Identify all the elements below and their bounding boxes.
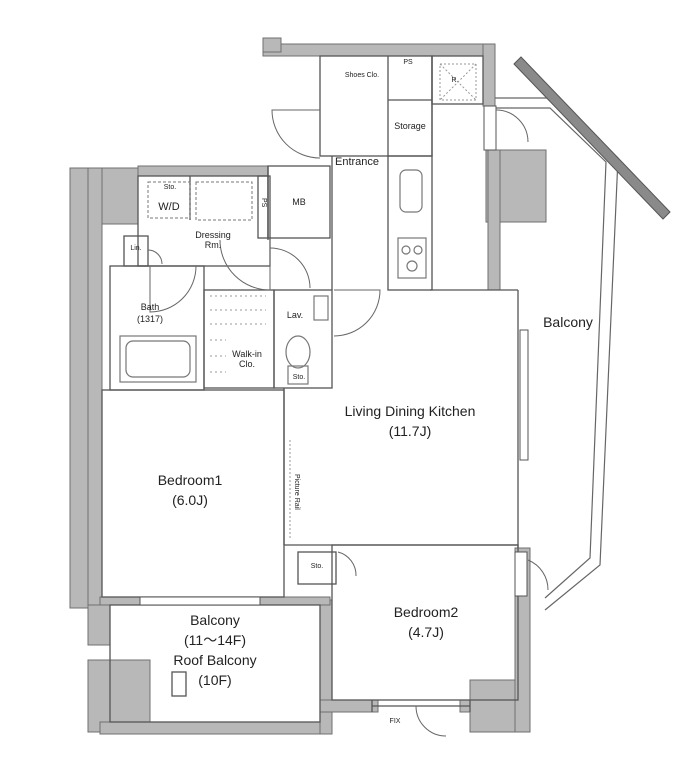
washbasin <box>313 295 329 321</box>
sto-toilet-label: Sto. <box>292 374 306 381</box>
entrance-label: Entrance <box>334 156 380 168</box>
bedroom2-size-label: (4.7J) <box>408 624 444 640</box>
bath-label: Bath <box>140 302 160 312</box>
ps-top-label: PS <box>403 59 413 66</box>
kitchen-sink <box>399 169 423 213</box>
bathtub <box>119 335 197 383</box>
washer-area <box>147 181 253 221</box>
balcony-south-label: Balcony <box>190 612 240 628</box>
door-swings <box>147 109 549 737</box>
sto-bedroom2-label: Sto. <box>310 563 324 570</box>
fix-window-label: FIX <box>389 718 401 725</box>
balcony-floors-label: (11～14F) <box>184 632 246 648</box>
east-balcony-rail <box>513 56 671 220</box>
linen-label: Lin. <box>130 245 142 252</box>
windows <box>139 105 529 606</box>
walk-in-closet-label: Walk-in Clo. <box>232 349 262 370</box>
bedroom1-label: Bedroom1 <box>157 472 223 488</box>
bedroom1-size-label: (6.0J) <box>172 492 208 508</box>
roof-floor-label: (10F) <box>198 672 232 688</box>
roof-balcony-label: Roof Balcony <box>173 652 257 668</box>
r-mark-label: R <box>451 77 457 84</box>
shoes-closet-label: Shoes Clo. <box>344 72 380 79</box>
ps-side-label: PS <box>260 198 268 208</box>
walk-in-shelves <box>210 295 266 373</box>
toilet <box>285 335 311 385</box>
storage-box-r <box>439 63 477 101</box>
dressing-room-label: Dressing Rm. <box>195 230 231 251</box>
lavatory-label: Lav. <box>286 310 304 320</box>
stove <box>397 237 427 279</box>
picture-rail-label: Picture Rail <box>293 474 301 510</box>
balcony-east-label: Balcony <box>543 314 593 330</box>
bath-size-label: (1317) <box>136 314 163 324</box>
ldk-size-label: (11.7J) <box>388 423 432 439</box>
ldk-label: Living Dining Kitchen <box>344 403 476 419</box>
sto-wd-label: Sto. <box>163 184 177 191</box>
mb-label: MB <box>292 197 306 207</box>
bedroom2-label: Bedroom2 <box>393 604 459 620</box>
storage-label: Storage <box>394 121 426 131</box>
walls <box>69 37 547 735</box>
wd-label: W/D <box>158 201 180 213</box>
